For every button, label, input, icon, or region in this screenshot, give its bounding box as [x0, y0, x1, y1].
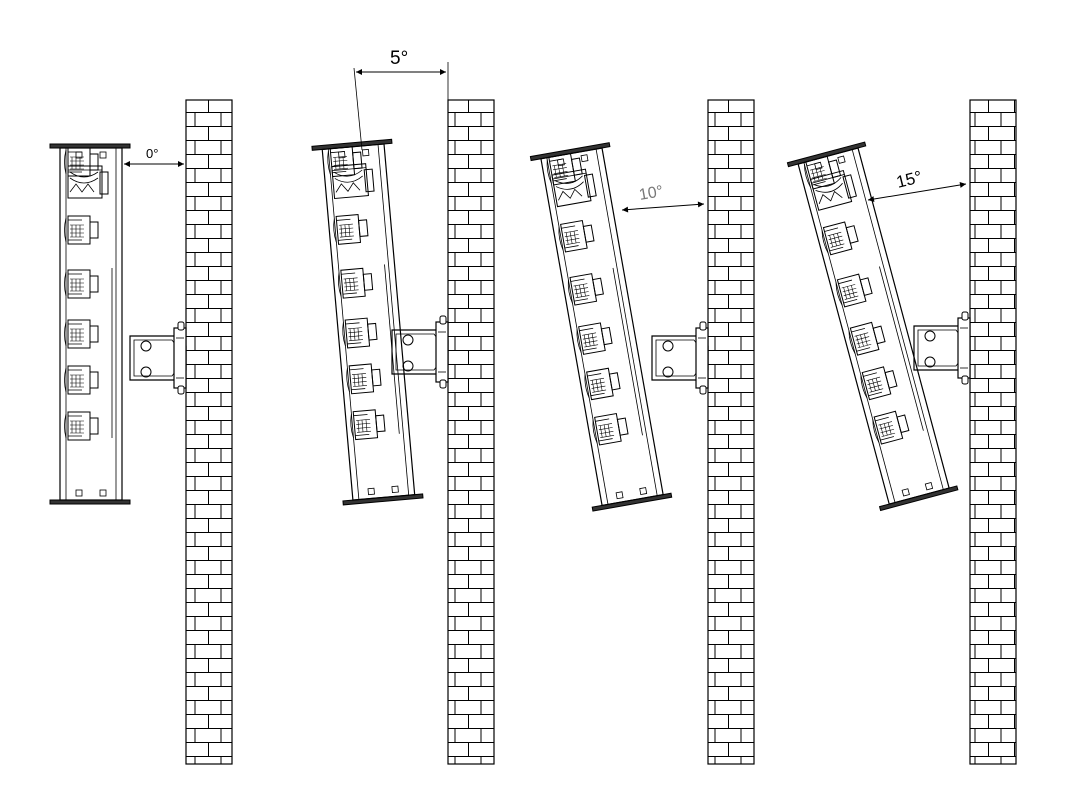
speaker-column [49, 143, 131, 505]
installation-15-deg: 15° [786, 141, 971, 512]
brick-wall-3 [707, 99, 755, 765]
brick-wall-4 [969, 99, 1017, 765]
angle-label: 15° [894, 167, 924, 192]
wall-bracket [913, 311, 971, 385]
angle-dimension-arrow [867, 182, 967, 202]
angle-label: 5° [390, 48, 408, 69]
installation-5-deg: 5° [311, 48, 449, 506]
brick-walls [185, 99, 1017, 765]
wall-bracket [651, 321, 709, 395]
speaker-column [311, 138, 424, 506]
installation-10-deg: 10° [529, 142, 709, 512]
brick-wall-2 [447, 99, 495, 765]
angle-dimension-arrow [621, 201, 705, 213]
angle-label: 0° [146, 146, 158, 161]
angle-label: 10° [638, 183, 665, 204]
wall-bracket [129, 321, 187, 395]
extension-line-left [353, 67, 363, 151]
installation-0-deg: 0° [49, 143, 187, 505]
brick-wall-1 [185, 99, 233, 765]
